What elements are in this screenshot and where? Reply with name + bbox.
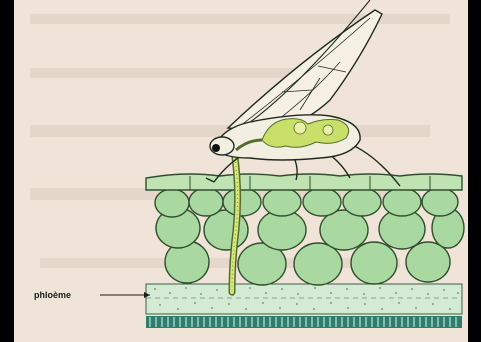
- epidermis: [146, 174, 462, 190]
- aphid-feeding-diagram: [14, 0, 468, 342]
- phloem-band: [146, 284, 462, 314]
- aphid-eye: [212, 144, 220, 152]
- figure-paper: phloème: [14, 0, 468, 342]
- phloem-label: phloème: [34, 290, 71, 300]
- leaf-tissue: [146, 174, 464, 328]
- parenchyma-cells: [155, 188, 464, 285]
